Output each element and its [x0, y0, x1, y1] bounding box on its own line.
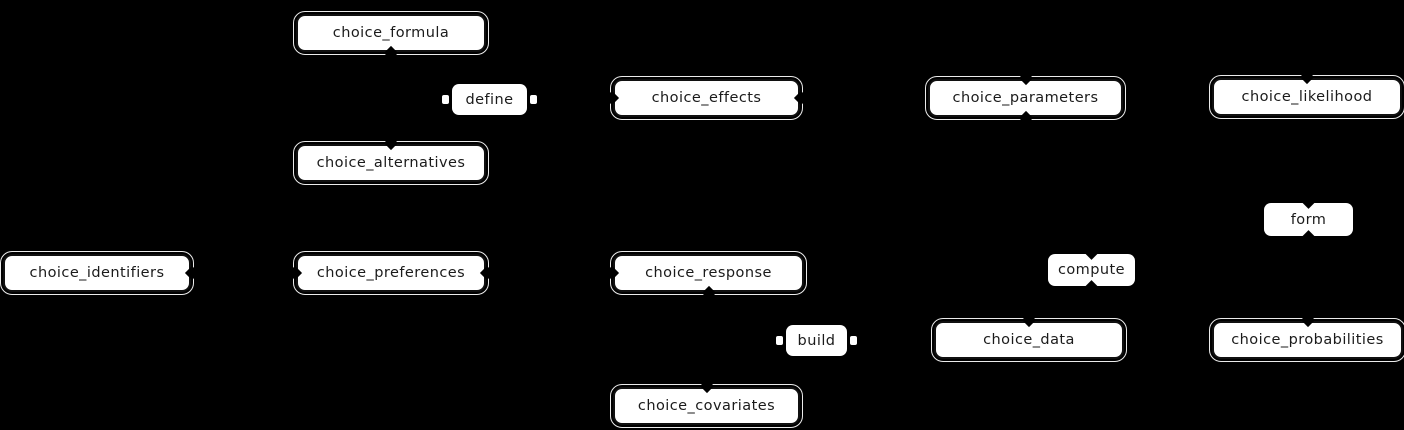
- connector-notch: [1302, 196, 1315, 209]
- node-label: choice_alternatives: [316, 155, 466, 171]
- connector-notch: [1018, 70, 1033, 86]
- node-choice-identifiers: choice_identifiers: [0, 251, 200, 295]
- connector-notch: [1085, 247, 1098, 260]
- node-choice-effects: choice_effects: [604, 76, 809, 120]
- edge-label-build: build: [776, 325, 857, 356]
- edge-label-text: define: [465, 91, 514, 108]
- connector-bump: [442, 95, 449, 104]
- connector-notch: [1302, 230, 1315, 243]
- node-choice-data: choice_data: [931, 312, 1127, 362]
- node-choice-response: choice_response: [604, 251, 807, 301]
- connector-notch: [699, 378, 714, 394]
- connector-notch: [1299, 69, 1315, 85]
- edge-label-text: build: [797, 332, 836, 349]
- edge-label-text: form: [1290, 211, 1327, 228]
- connector-bump: [850, 336, 857, 345]
- node-label: choice_identifiers: [29, 265, 165, 281]
- edge-label-form: form: [1264, 196, 1353, 243]
- connector-notch: [604, 265, 620, 281]
- connector-notch: [383, 135, 399, 151]
- connector-notch: [1085, 280, 1098, 293]
- connector-notch: [1018, 110, 1033, 126]
- connector-notch: [184, 265, 200, 281]
- node-choice-parameters: choice_parameters: [925, 70, 1126, 126]
- edge-label-text: compute: [1057, 262, 1126, 278]
- connector-notch: [701, 285, 716, 301]
- connector-bump: [530, 95, 537, 104]
- connector-notch: [479, 265, 495, 281]
- connector-bump: [776, 336, 783, 345]
- node-label: choice_formula: [332, 25, 450, 41]
- node-label: choice_probabilities: [1231, 332, 1384, 348]
- node-choice-likelihood: choice_likelihood: [1209, 69, 1404, 119]
- connector-notch: [604, 90, 620, 106]
- node-label: choice_covariates: [637, 398, 776, 414]
- node-choice-preferences: choice_preferences: [287, 251, 495, 295]
- connector-notch: [287, 265, 303, 281]
- node-choice-probabilities: choice_probabilities: [1209, 312, 1404, 362]
- node-label: choice_likelihood: [1241, 89, 1373, 105]
- connector-notch: [793, 90, 809, 106]
- node-label: choice_preferences: [316, 265, 466, 281]
- node-choice-formula: choice_formula: [293, 11, 489, 61]
- connector-notch: [383, 45, 399, 61]
- connector-notch: [1300, 312, 1315, 328]
- node-choice-alternatives: choice_alternatives: [293, 135, 489, 185]
- edge-label-compute: compute: [1048, 247, 1135, 293]
- connector-notch: [1021, 312, 1037, 328]
- node-label: choice_parameters: [952, 90, 1099, 106]
- node-choice-covariates: choice_covariates: [610, 378, 803, 428]
- edge-label-define: define: [442, 84, 537, 115]
- node-label: choice_response: [645, 265, 772, 281]
- node-label: choice_data: [983, 332, 1075, 348]
- node-label: choice_effects: [651, 90, 762, 106]
